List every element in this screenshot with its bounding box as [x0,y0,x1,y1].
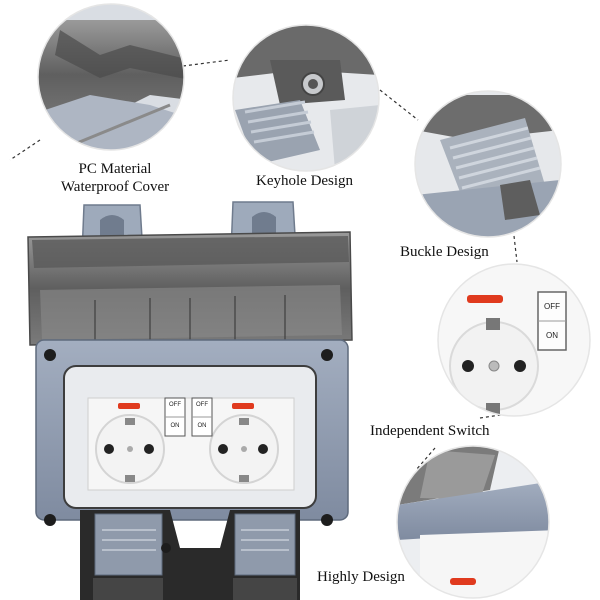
label-keyhole-design: Keyhole Design [256,173,354,189]
main-socket-product [27,201,353,600]
label-waterproof-cover-line2: Waterproof Cover [60,179,170,195]
switch-right-on-text: ON [197,423,207,429]
label-buckle-design: Buckle Design [400,244,489,260]
switch-right-off-text: OFF [196,402,208,408]
detail-switch-on-text: ON [546,331,558,340]
detail-circle-cover [38,4,184,150]
label-waterproof-cover: PC Material Waterproof Cover [40,160,190,196]
switch-left-on-text: ON [170,423,180,429]
label-highly-design: Highly Design [317,569,405,585]
label-waterproof-cover-line1: PC Material [78,161,152,177]
detail-circle-keyhole [233,25,379,171]
detail-switch-off-text: OFF [544,302,560,311]
detail-circle-highly [397,446,549,598]
switch-left-off-text: OFF [169,402,181,408]
detail-circle-switch [438,264,590,416]
label-independent-switch: Independent Switch [370,423,490,439]
dashed-connectors [9,59,518,471]
detail-circle-buckle [415,91,561,237]
